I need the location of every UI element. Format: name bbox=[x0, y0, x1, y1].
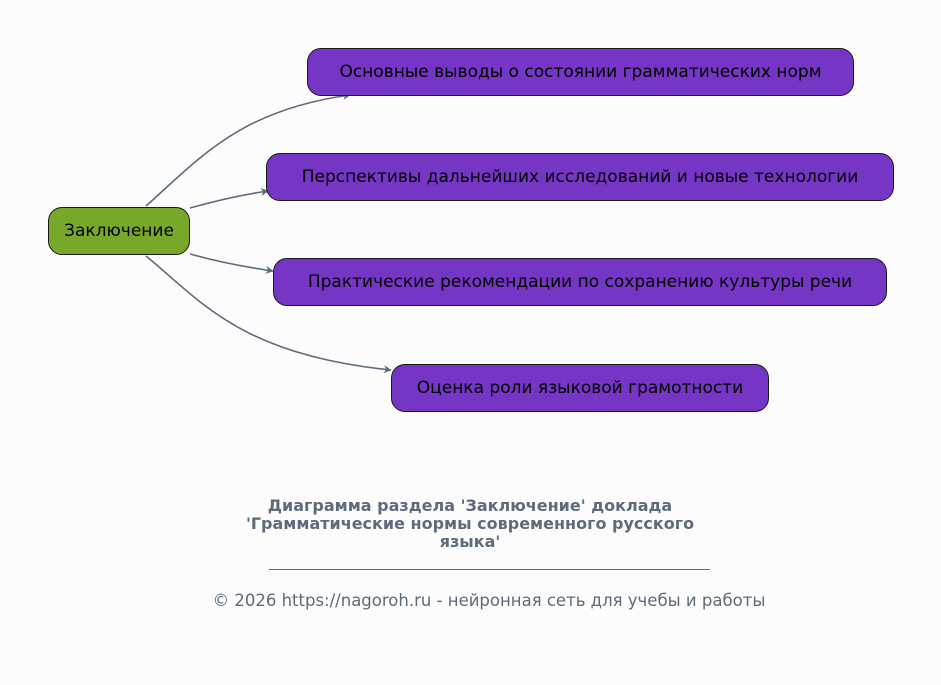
edge-root-to-child-2 bbox=[189, 188, 269, 209]
node-child-label: Оценка роли языковой грамотности bbox=[416, 378, 744, 398]
node-child-3[interactable]: Практические рекомендации по сохранению … bbox=[273, 258, 887, 306]
edge-root-to-child-3 bbox=[189, 253, 274, 274]
node-child-label: Практические рекомендации по сохранению … bbox=[307, 272, 853, 292]
edge-root-to-child-1 bbox=[145, 92, 351, 207]
edge-root-to-child-4 bbox=[145, 255, 392, 374]
title-underline bbox=[269, 569, 710, 570]
title-line-2: 'Грамматические нормы современного русск… bbox=[245, 514, 695, 533]
node-root-label: Заключение bbox=[64, 221, 174, 241]
diagram-title: Диаграмма раздела 'Заключение' доклада '… bbox=[190, 497, 750, 551]
node-child-1[interactable]: Основные выводы о состоянии грамматическ… bbox=[307, 48, 854, 96]
node-root[interactable]: Заключение bbox=[48, 207, 190, 255]
title-line-3: языка' bbox=[439, 532, 501, 551]
node-child-4[interactable]: Оценка роли языковой грамотности bbox=[391, 364, 769, 412]
footer-copyright: © 2026 https://nagoroh.ru - нейронная се… bbox=[212, 591, 766, 610]
node-child-label: Перспективы дальнейших исследований и но… bbox=[301, 167, 859, 187]
node-child-2[interactable]: Перспективы дальнейших исследований и но… bbox=[266, 153, 894, 201]
title-line-1: Диаграмма раздела 'Заключение' доклада bbox=[267, 496, 673, 515]
node-child-label: Основные выводы о состоянии грамматическ… bbox=[339, 62, 822, 82]
